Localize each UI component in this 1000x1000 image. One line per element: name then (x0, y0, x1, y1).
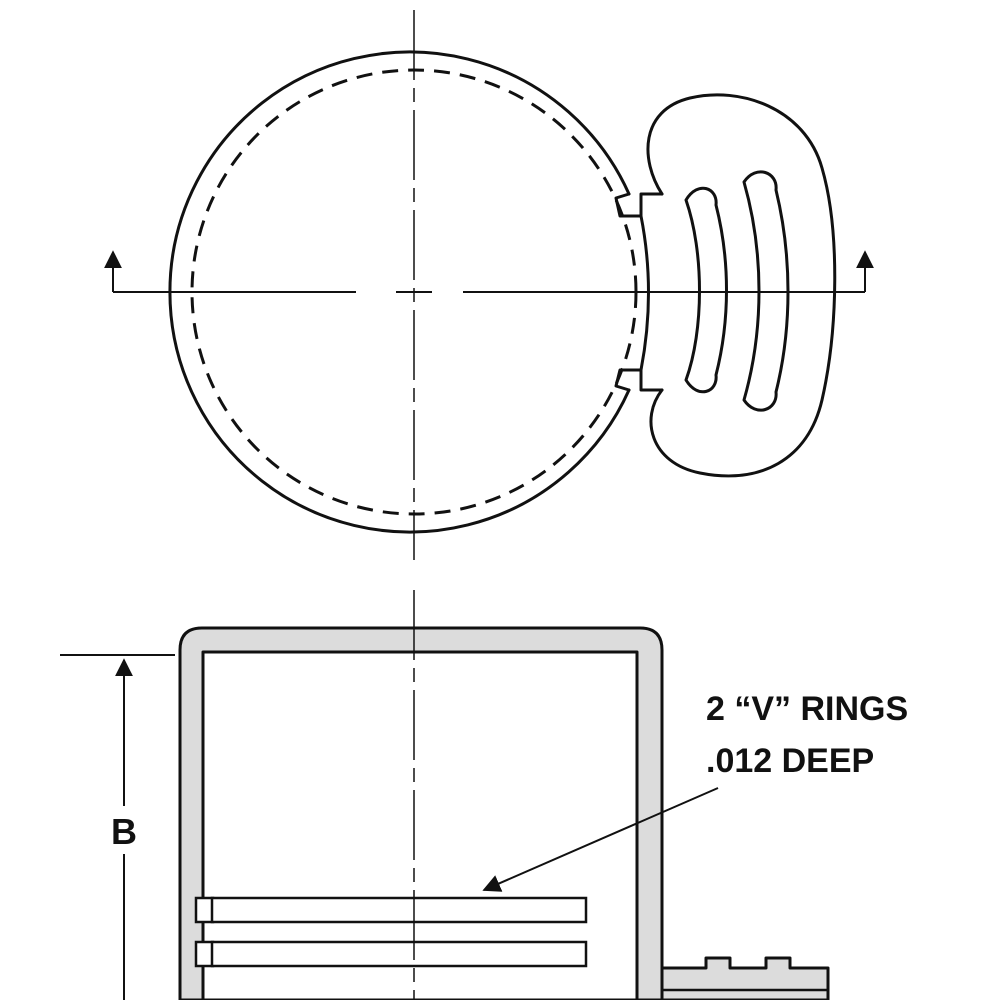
hinge-notch-top (614, 192, 664, 218)
cap-inner-dashed-circle (190, 68, 638, 516)
note-line-1: 2 “V” RINGS (706, 690, 908, 728)
v-ring-2 (210, 940, 588, 968)
tab-outline (646, 93, 837, 478)
grip-slot-inner (684, 186, 728, 394)
v-ring-notch-1 (194, 896, 215, 924)
side-section-view: B 2 “V” RINGS .012 DEEP (60, 590, 908, 1000)
hinge-notch-bottom (614, 368, 664, 392)
dimension-b-label: B (111, 811, 137, 852)
tab-section (660, 956, 830, 1000)
grip-slot-outer (742, 170, 790, 412)
v-ring-1 (210, 896, 588, 924)
dimension-b-label-bg (104, 806, 144, 854)
top-view (104, 10, 874, 560)
cap-outer-circle (168, 50, 631, 534)
hinge-strip (639, 214, 650, 372)
note-leader-arrow (482, 787, 719, 892)
v-ring-notch-2 (194, 940, 215, 968)
note-line-2: .012 DEEP (706, 742, 874, 780)
